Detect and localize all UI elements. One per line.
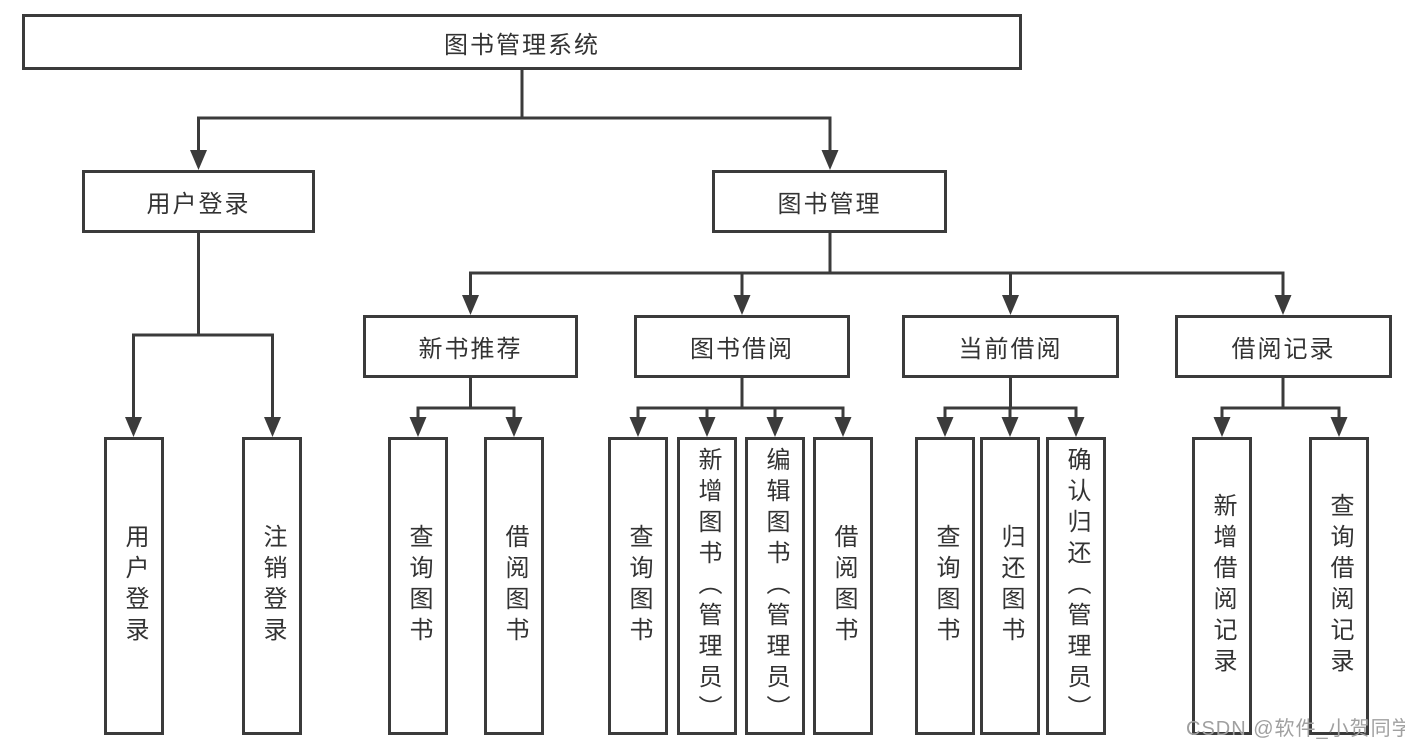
connector-new-book-children — [409, 376, 523, 437]
leaf-user-login: 用户登录 — [104, 437, 164, 735]
connector-book-borrow-children — [629, 376, 852, 437]
leaf-borrow-books-recommend: 借阅图书 — [484, 437, 544, 735]
leaf-confirm-return-admin: 确认归还（管理员） — [1046, 437, 1106, 735]
node-book-management: 图书管理 — [712, 170, 947, 233]
connector-user-login-children — [125, 231, 281, 437]
leaf-query-borrow-record: 查询借阅记录 — [1309, 437, 1369, 735]
connector-root-to-level2 — [190, 68, 839, 170]
node-book-borrow: 图书借阅 — [634, 315, 850, 378]
leaf-add-book-admin: 新增图书（管理员） — [677, 437, 737, 735]
leaf-add-borrow-record: 新增借阅记录 — [1192, 437, 1252, 735]
connector-current-borrow-children — [936, 376, 1085, 437]
leaf-return-book: 归还图书 — [980, 437, 1040, 735]
connector-borrow-records-children — [1213, 376, 1348, 437]
leaf-logout: 注销登录 — [242, 437, 302, 735]
leaf-query-books-recommend: 查询图书 — [388, 437, 448, 735]
csdn-watermark: CSDN @软件_小贺同学 — [1186, 718, 1405, 740]
node-root: 图书管理系统 — [22, 14, 1022, 70]
leaf-query-books-borrow: 查询图书 — [608, 437, 668, 735]
node-user-login: 用户登录 — [82, 170, 315, 233]
leaf-edit-book-admin: 编辑图书（管理员） — [745, 437, 805, 735]
node-new-book-recommend: 新书推荐 — [363, 315, 578, 378]
node-borrow-records: 借阅记录 — [1175, 315, 1392, 378]
leaf-borrow-books: 借阅图书 — [813, 437, 873, 735]
connector-book-management-to-level3 — [462, 231, 1292, 315]
node-current-borrow: 当前借阅 — [902, 315, 1119, 378]
leaf-query-books-current: 查询图书 — [915, 437, 975, 735]
